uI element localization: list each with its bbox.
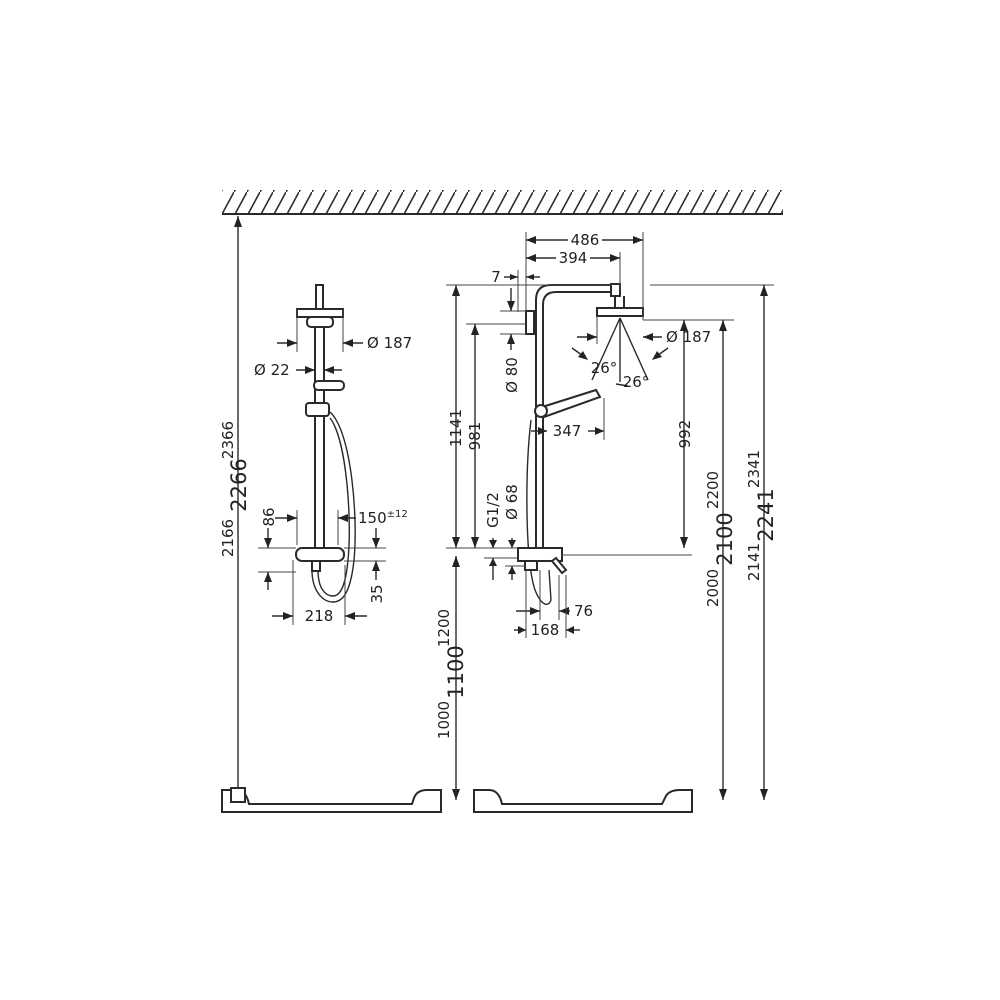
label-mixer-height-max: 1200 bbox=[435, 609, 453, 647]
label-arm-outer: 486 bbox=[571, 231, 600, 249]
label-head-height-max: 2200 bbox=[704, 471, 722, 509]
label-hand-reach-right: 347 bbox=[553, 422, 582, 440]
shower-side-view bbox=[517, 283, 644, 605]
label-mixer-width: 218 bbox=[305, 607, 334, 625]
label-head-height-nominal: 2100 bbox=[713, 512, 737, 565]
label-head-drop: 992 bbox=[676, 420, 694, 449]
label-height-nominal: 2266 bbox=[227, 458, 251, 511]
label-column-height-min: 981 bbox=[466, 422, 484, 451]
bathtub-right bbox=[473, 789, 693, 813]
label-hand-reach: 150±12 bbox=[358, 509, 408, 527]
shower-front-view bbox=[295, 284, 356, 603]
bathtub-left bbox=[221, 789, 442, 813]
label-head-diameter-right: Ø 187 bbox=[666, 328, 711, 346]
label-total-height-nominal: 2241 bbox=[754, 488, 778, 541]
label-spray-angle-right: 26° bbox=[623, 373, 650, 391]
dims-left bbox=[230, 216, 386, 803]
label-connection-thread: G1/2 bbox=[484, 492, 502, 528]
label-mixer-height-min: 1000 bbox=[435, 701, 453, 739]
label-total-height-max: 2341 bbox=[745, 450, 763, 488]
label-total-height-min: 2141 bbox=[745, 543, 763, 581]
label-mixer-depth: 86 bbox=[260, 507, 278, 526]
label-height-min: 2166 bbox=[219, 519, 237, 557]
label-head-diameter: Ø 187 bbox=[367, 334, 412, 352]
labels-left: 2366 2266 2166 Ø 187 Ø 22 150±12 86 35 2… bbox=[219, 334, 412, 625]
label-wall-offset: 7 bbox=[491, 268, 501, 286]
label-arm-inner: 394 bbox=[559, 249, 588, 267]
labels-right: 486 394 7 Ø 80 Ø 187 26° 26° 347 1141 98… bbox=[435, 231, 778, 739]
label-mixer-width-right: 168 bbox=[531, 621, 560, 639]
label-pipe-diameter: Ø 22 bbox=[254, 361, 290, 379]
label-head-height-min: 2000 bbox=[704, 569, 722, 607]
label-rosette-diameter: Ø 68 bbox=[503, 484, 521, 520]
label-mixer-height-nominal: 1100 bbox=[444, 645, 468, 698]
label-mixer-offset: 35 bbox=[368, 584, 386, 603]
label-spray-angle-left: 26° bbox=[591, 359, 618, 377]
label-height-max: 2366 bbox=[219, 421, 237, 459]
dims-right bbox=[446, 232, 774, 800]
ceiling bbox=[222, 190, 783, 215]
label-column-height-max: 1141 bbox=[447, 409, 465, 447]
label-holder-diameter: Ø 80 bbox=[503, 357, 521, 393]
label-spout-projection: 76 bbox=[574, 602, 593, 620]
